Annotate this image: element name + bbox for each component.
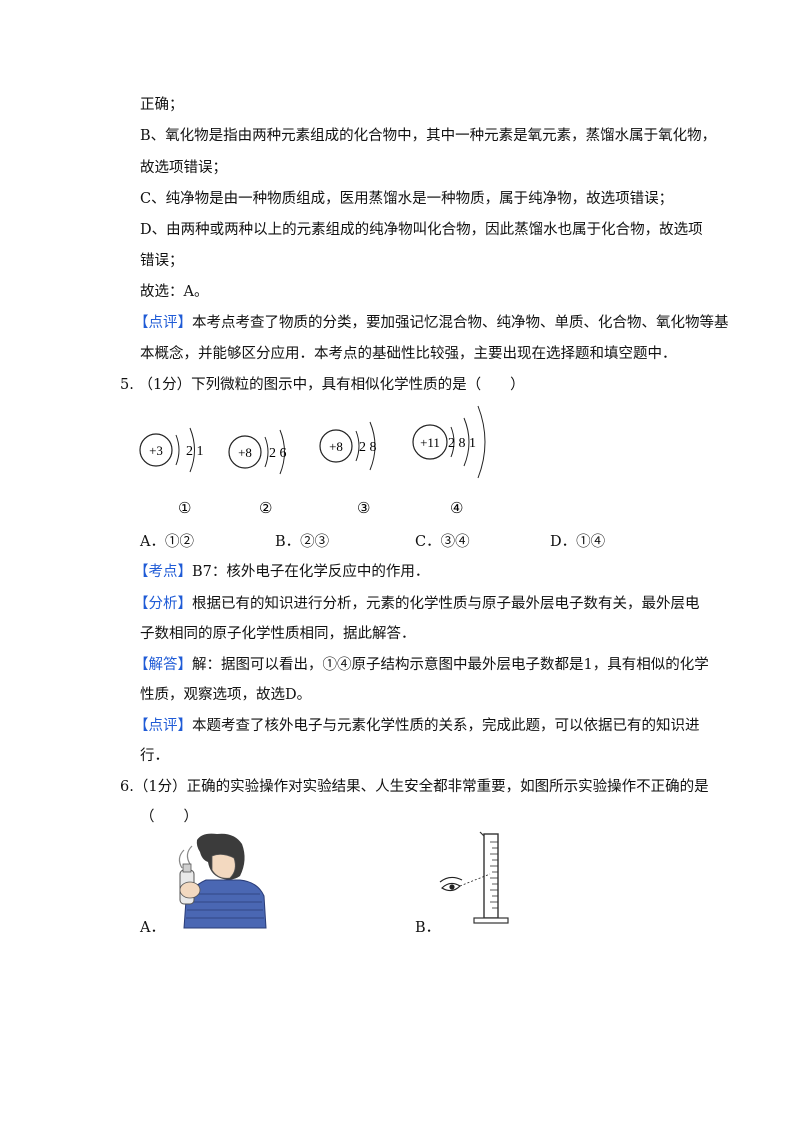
nucleus-2: +8 [238,445,252,460]
option-a-text: ①② [164,534,194,550]
q4-line-3: 故选项错误； [140,160,227,176]
shells-4: 2 8 1 [448,436,476,451]
fenxi-text-1: 根据已有的知识进行分析，元素的化学性质与原子最外层电子数有关，最外层电 [192,596,700,612]
atom-diagram-1: +3 2 1 ① [139,427,204,517]
review-text-1: 本考点考查了物质的分类，要加强记忆混合物、纯净物、单质、化合物、氧化物等基 [192,315,729,331]
q4-line-6: 错误； [140,253,184,269]
graduated-cylinder-illustration [439,831,509,924]
q5-option-b[interactable]: B．②③ [275,532,329,552]
q6-stem: 6.（1分）正确的实验操作对实验结果、人生安全都非常重要，如图所示实验操作不正确… [120,777,709,797]
shells-1: 2 1 [186,444,204,459]
q4-review-cont: 本概念，并能够区分应用．本考点的基础性比较强，主要出现在选择题和填空题中． [140,346,677,362]
q5-kaodian: 【考点】B7：核外电子在化学反应中的作用． [134,562,429,582]
label-1: ① [178,501,191,517]
atom-diagram-2: +8 2 6 ② [228,429,287,517]
smelling-bottle-illustration [178,833,267,929]
atom-diagram-4: +11 2 8 1 ④ [412,405,486,517]
atom-diagram-3: +8 2 8 ③ [319,421,377,517]
dianping-text-1: 本题考查了核外电子与元素化学性质的关系，完成此题，可以依据已有的知识进 [192,718,700,734]
kaodian-tag: 【考点】 [134,564,192,580]
dianping-tag: 【点评】 [134,718,192,734]
shells-3: 2 8 [359,440,377,455]
review-tag: 【点评】 [134,315,192,331]
q6-option-b[interactable]: B． [415,920,441,936]
atom-diagrams: +3 2 1 ① +8 2 6 ② +8 2 8 ③ +11 2 8 1 ④ [139,405,486,517]
option-d-text: ①④ [576,534,606,550]
q5-option-c[interactable]: C．③④ [415,532,470,552]
option-c-letter: C． [415,534,441,550]
kaodian-text: B7：核外电子在化学反应中的作用． [192,564,430,580]
q6-number: 6. [120,779,134,795]
nucleus-4: +11 [420,435,440,450]
q4-line-4: C、纯净物是由一种物质组成，医用蒸馏水是一种物质，属于纯净物，故选项错误； [140,191,674,207]
label-2: ② [259,501,272,517]
jieda-tag: 【解答】 [134,657,192,673]
option-c-text: ③④ [440,534,470,550]
q4-line-2: B、氧化物是指由两种元素组成的化合物中，其中一种元素是氧元素，蒸馏水属于氧化物， [140,128,717,144]
nucleus-1: +3 [149,443,163,458]
q5-stem-text: （1分）下列微粒的图示中，具有相似化学性质的是（ ） [138,377,525,393]
q5-number: 5. [120,377,134,393]
q5-jieda-cont: 性质，观察选项，故选D。 [140,687,312,703]
q4-review: 【点评】本考点考查了物质的分类，要加强记忆混合物、纯净物、单质、化合物、氧化物等… [134,313,729,333]
option-b-letter: B． [275,534,301,550]
q5-option-d[interactable]: D．①④ [550,532,605,552]
q4-line-5: D、由两种或两种以上的元素组成的纯净物叫化合物，因此蒸馏水也属于化合物，故选项 [140,222,703,238]
label-3: ③ [357,501,370,517]
shells-2: 2 6 [269,446,287,461]
q5-stem: 5. （1分）下列微粒的图示中，具有相似化学性质的是（ ） [120,375,525,395]
q5-dianping-cont: 行． [140,748,169,764]
option-b-text: ②③ [300,534,330,550]
q5-dianping: 【点评】本题考查了核外电子与元素化学性质的关系，完成此题，可以依据已有的知识进 [134,716,700,736]
q5-jieda: 【解答】解：据图可以看出，①④原子结构示意图中最外层电子数都是1，具有相似的化学 [134,655,709,675]
option-a-letter: A． [140,534,165,550]
q5-option-a[interactable]: A．①② [140,532,194,552]
q6-stem-text: （1分）正确的实验操作对实验结果、人生安全都非常重要，如图所示实验操作不正确的是 [133,779,709,795]
q6-paren: （ ） [140,809,198,825]
q6-option-a[interactable]: A． [140,920,165,936]
q4-line-7: 故选：A。 [140,284,209,300]
label-4: ④ [450,501,463,517]
fenxi-tag: 【分析】 [134,596,192,612]
q5-fenxi-cont: 子数相同的原子化学性质相同，据此解答． [140,626,416,642]
nucleus-3: +8 [329,439,343,454]
q4-line-1: 正确； [140,97,184,113]
q5-fenxi: 【分析】根据已有的知识进行分析，元素的化学性质与原子最外层电子数有关，最外层电 [134,594,700,614]
jieda-text-1: 解：据图可以看出，①④原子结构示意图中最外层电子数都是1，具有相似的化学 [192,657,709,673]
option-d-letter: D． [550,534,577,550]
